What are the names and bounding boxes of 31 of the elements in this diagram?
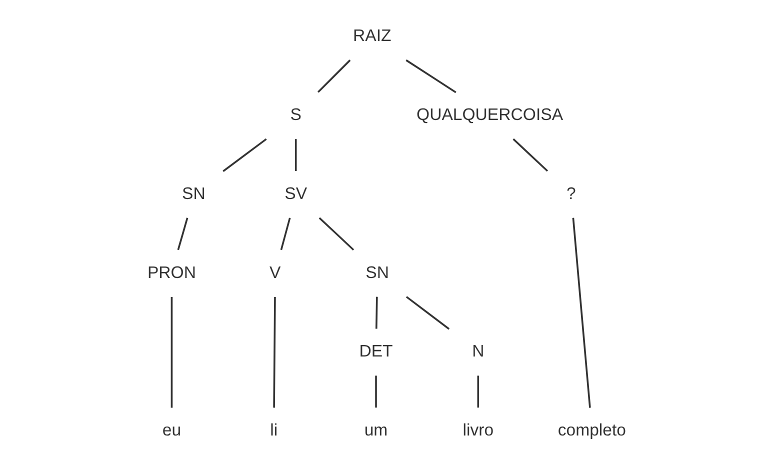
connector — [405, 296, 450, 330]
node-text: DET — [358, 342, 392, 361]
connector — [272, 296, 276, 408]
node-text: SN — [365, 262, 388, 282]
connector — [280, 218, 290, 250]
node-text: livro — [462, 420, 494, 440]
node-text: SN — [182, 184, 205, 203]
connector — [176, 218, 188, 250]
connector — [222, 138, 266, 172]
node-text: S — [290, 105, 301, 124]
node-text: completo — [557, 420, 626, 440]
node-text: ? — [566, 184, 576, 203]
connector — [405, 59, 456, 94]
node-text: li — [270, 420, 278, 440]
connector — [318, 217, 354, 251]
connector — [374, 296, 378, 329]
node-text: V — [269, 262, 280, 282]
connector — [572, 218, 590, 408]
node-text: RAIZ — [352, 26, 391, 46]
node-text: N — [472, 342, 484, 361]
node-text: SV — [284, 184, 307, 203]
connector — [316, 60, 350, 93]
node-text: QUALQUERCOISA — [416, 105, 563, 124]
connector — [374, 376, 376, 408]
connector — [476, 376, 479, 408]
connector — [294, 139, 296, 171]
connector — [170, 296, 172, 408]
node-text: PRON — [146, 262, 196, 282]
node-text: um — [364, 420, 388, 440]
node-text: eu — [162, 420, 181, 440]
connector — [512, 138, 548, 172]
